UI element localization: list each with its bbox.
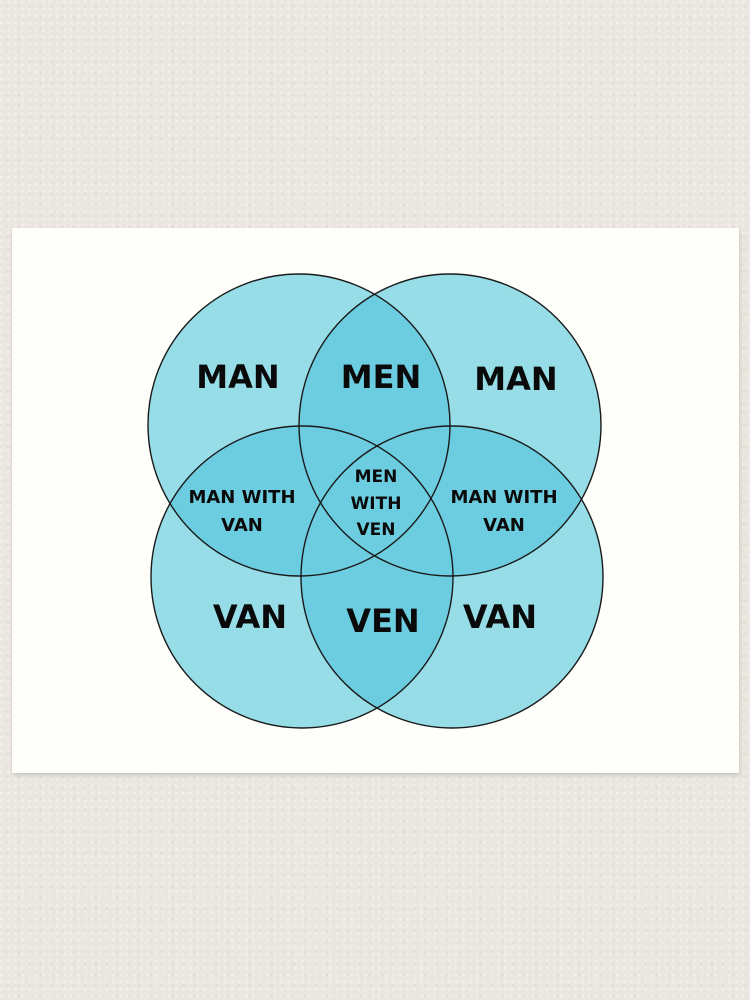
circle-bottom-left	[150, 425, 454, 729]
label-bottom-middle: VEN	[346, 602, 419, 640]
label-middle-left-line1: MAN WITH	[188, 487, 295, 508]
label-top-right: MAN	[474, 360, 557, 398]
label-middle-right-line1: MAN WITH	[450, 487, 557, 508]
label-middle-right-line2: VAN	[483, 515, 525, 536]
label-bottom-left: VAN	[213, 598, 287, 636]
label-top-middle: MEN	[341, 358, 421, 396]
label-center-line2: WITH	[351, 494, 402, 514]
circle-top-left	[147, 273, 451, 577]
overlap-fills	[151, 274, 601, 728]
circle-outlines	[147, 273, 604, 729]
label-center-line1: MEN	[355, 467, 398, 487]
label-bottom-right: VAN	[463, 598, 537, 636]
label-top-left: MAN	[196, 358, 279, 396]
label-middle-left-line2: VAN	[221, 515, 263, 536]
circle-bottom-right	[300, 425, 604, 729]
circle-top-right	[298, 273, 602, 577]
label-center-line3: VEN	[357, 520, 396, 540]
